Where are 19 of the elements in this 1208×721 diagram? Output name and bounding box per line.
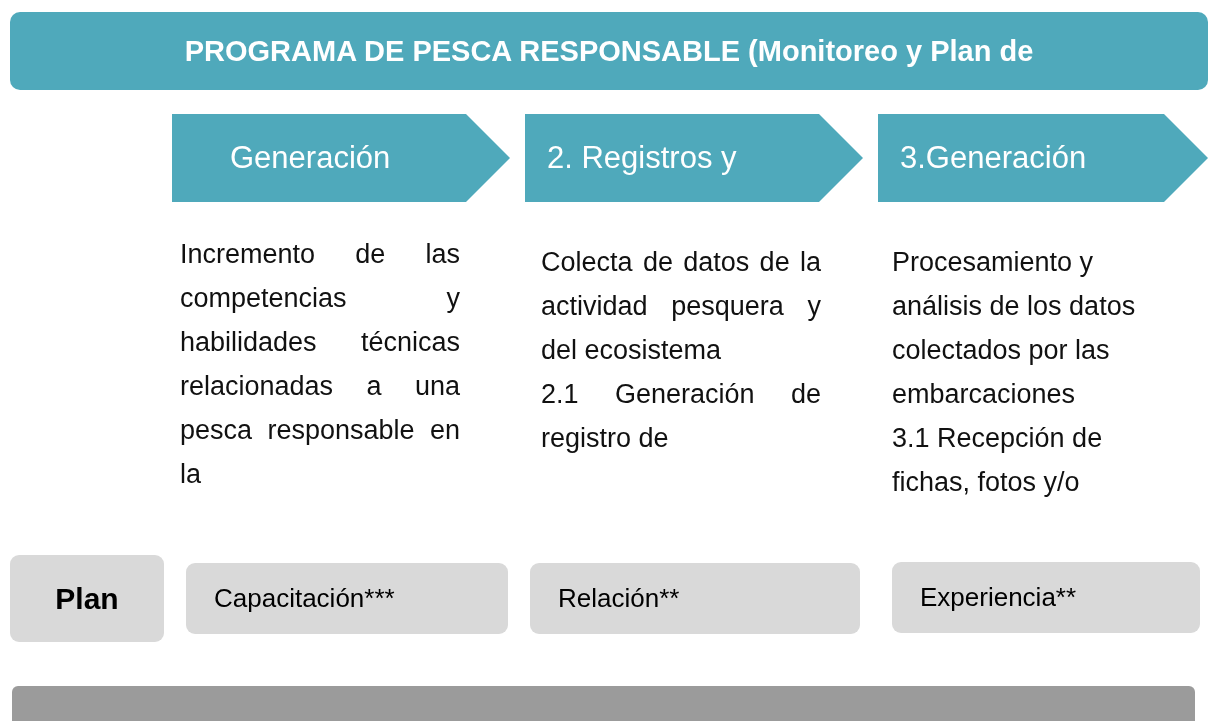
title-text: PROGRAMA DE PESCA RESPONSABLE (Monitoreo y Plan de (184, 34, 1034, 68)
step-title: 3.Generación (900, 140, 1087, 176)
step-title: 2. Registros y (547, 140, 737, 176)
step-description: Incremento de las competencias y habilidades técnicas relacionadas a una pesca responsable en la (180, 238, 460, 491)
box-label: Capacitación*** (214, 583, 395, 614)
label-box (10, 555, 164, 642)
label-box (530, 563, 860, 634)
label-box (892, 562, 1200, 633)
step-description: 3.1 Recepción de fichas, fotos y/o (892, 422, 1104, 499)
step-description: Procesamiento y análisis de los datos colectados por las embarcaciones (892, 246, 1137, 411)
box-label: Plan (55, 581, 119, 616)
label-box (186, 563, 508, 634)
box-label: Relación** (558, 583, 680, 614)
title-banner (10, 12, 1208, 90)
step-description: 2.1 Generación de registro de (541, 378, 821, 455)
box-label: Experiencia** (920, 582, 1077, 613)
step-title: Generación (230, 140, 391, 176)
footer-bar (12, 686, 1195, 721)
step-description: Colecta de datos de la actividad pesquera y del ecosistema (541, 246, 821, 367)
